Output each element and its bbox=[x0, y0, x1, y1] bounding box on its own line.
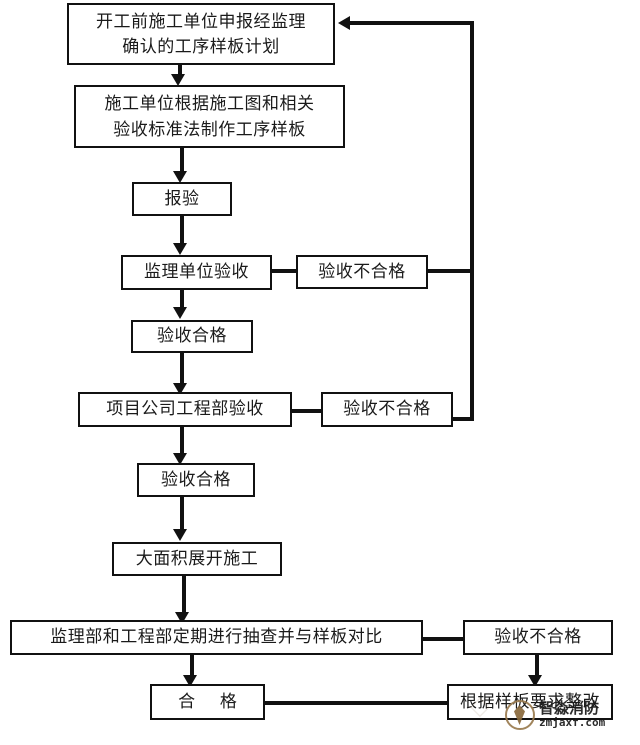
node-periodic-spot-check[interactable]: 监理部和工程部定期进行抽查并与样板对比 bbox=[10, 620, 423, 655]
watermark: 智淼消防 zmjaxf.com bbox=[505, 700, 605, 730]
node-acceptance-passed-1[interactable]: 验收合格 bbox=[131, 320, 253, 353]
node-submit-inspection[interactable]: 报验 bbox=[132, 182, 232, 216]
edge-n4-n5-line bbox=[271, 269, 297, 273]
watermark-url: zmjaxf.com bbox=[539, 716, 606, 730]
node-acceptance-failed-1[interactable]: 验收不合格 bbox=[296, 255, 428, 289]
feedback-rail-vertical bbox=[470, 23, 474, 420]
edge-rail-n1-arrowhead bbox=[338, 16, 350, 30]
edge-n2-n3-line bbox=[180, 148, 184, 174]
edge-n7-n8-line bbox=[291, 409, 322, 413]
node-acceptance-failed-3[interactable]: 验收不合格 bbox=[463, 620, 613, 655]
edge-n11-n13-line bbox=[190, 655, 194, 679]
edge-n14-n13-line bbox=[264, 701, 448, 705]
edge-n5-rail-line bbox=[427, 269, 474, 273]
diamond-logo-icon bbox=[505, 700, 535, 730]
edge-n3-n4-arrowhead bbox=[173, 243, 187, 255]
edge-n1-n2-line bbox=[178, 65, 182, 77]
edge-n2-n3-arrowhead bbox=[173, 171, 187, 183]
watermark-brand: 智淼消防 bbox=[539, 700, 600, 718]
edge-n10-n11-line bbox=[182, 575, 186, 617]
edge-n4-n6-line bbox=[180, 290, 184, 310]
node-supervisor-acceptance[interactable]: 监理单位验收 bbox=[121, 255, 272, 290]
node-acceptance-failed-2[interactable]: 验收不合格 bbox=[321, 392, 453, 427]
node-preconstruction-plan[interactable]: 开工前施工单位申报经监理 确认的工序样板计划 bbox=[67, 3, 335, 65]
edge-n7-n9-line bbox=[180, 426, 184, 456]
node-contractor-makes-sample[interactable]: 施工单位根据施工图和相关 验收标准法制作工序样板 bbox=[74, 85, 345, 148]
edge-n4-n6-arrowhead bbox=[173, 307, 187, 319]
edge-n3-n4-line bbox=[180, 216, 184, 246]
edge-n9-n10-line bbox=[180, 496, 184, 532]
edge-n6-n7-line bbox=[180, 352, 184, 386]
node-acceptance-passed-2[interactable]: 验收合格 bbox=[137, 463, 255, 497]
edge-n8-rail-line bbox=[452, 417, 474, 421]
edge-n7-n9-arrowhead bbox=[173, 453, 187, 465]
edge-n9-n10-arrowhead bbox=[173, 529, 187, 541]
edge-rail-n1-line bbox=[350, 21, 474, 25]
edge-n1-n2-arrowhead bbox=[171, 74, 185, 86]
node-large-area-construction[interactable]: 大面积展开施工 bbox=[112, 542, 282, 576]
edge-n12-n14-line bbox=[535, 655, 539, 679]
node-project-company-acceptance[interactable]: 项目公司工程部验收 bbox=[78, 392, 292, 427]
edge-n11-n12-line bbox=[422, 637, 464, 641]
node-qualified[interactable]: 合 格 bbox=[150, 684, 265, 720]
